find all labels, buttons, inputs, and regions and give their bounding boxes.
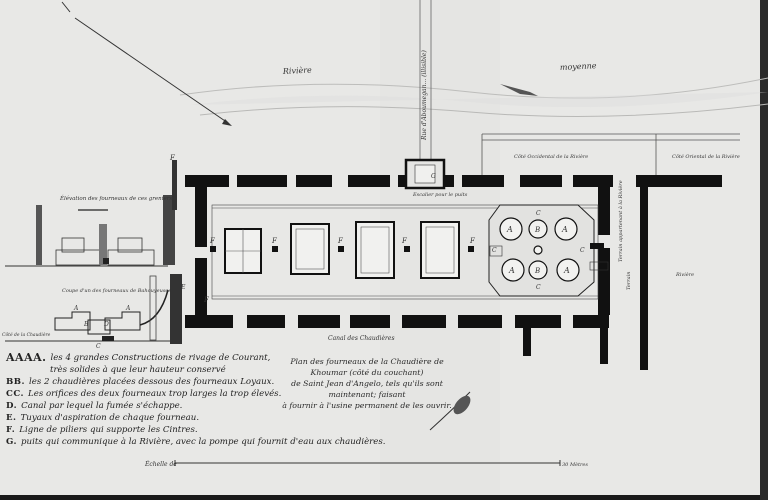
section-marker: A: [73, 305, 79, 312]
section-marker: F: [169, 154, 176, 162]
pier-marker: F: [271, 237, 278, 245]
pan-details: [225, 226, 455, 274]
legend-row: D.Canal par lequel la fumée s'échappe.: [6, 401, 183, 411]
street-label-1: Côté Occidental de la Rivière: [514, 153, 588, 160]
section-marker: E: [180, 284, 186, 291]
boiler-labels: A B A A B A C C C C: [492, 210, 585, 291]
legend-row: G.puits qui communique à la Rivière, ave…: [6, 437, 386, 447]
river-label-right: moyenne: [560, 61, 597, 72]
legend: AAAA.les 4 grandes Constructions de riva…: [6, 351, 386, 448]
caption-line: de Saint Jean d'Angelo, tels qu'ils sont…: [291, 379, 443, 399]
boilers: [499, 217, 580, 282]
boiler-marker: C: [536, 284, 541, 291]
legend-row: E.Tuyaux d'aspiration de chaque fourneau…: [6, 413, 200, 423]
vertical-road: [419, 0, 432, 160]
river: [179, 77, 768, 117]
river-label-left: Rivière: [282, 65, 313, 76]
pier-marker: F: [469, 237, 476, 245]
plan-caption: Plan des fourneaux de la Chaudière de Kh…: [282, 356, 452, 411]
well-marker: G: [431, 173, 436, 180]
legend-row: BB.les 2 chaudières placées dessous des …: [6, 377, 275, 387]
road-label: Rue d'Aboumegan... (illisible): [421, 50, 428, 141]
street-bottom-label: Canal des Chaudières: [328, 335, 395, 342]
section-drawing: [5, 274, 182, 344]
boiler-marker: A: [561, 225, 568, 234]
boiler-marker: C: [580, 247, 585, 254]
pier-marker: F: [337, 237, 344, 245]
street-label-2: Côté Oriental de la Rivière: [672, 153, 740, 160]
well: [404, 158, 446, 190]
boiler-marker: C: [492, 247, 497, 254]
boiler-marker: B: [534, 226, 540, 234]
orientation-arrow: [61, 1, 232, 126]
boiler-marker: B: [534, 267, 540, 275]
scale-label: Échelle de: [144, 460, 177, 468]
section-marker: A: [125, 305, 131, 312]
pier-marker: F: [209, 237, 216, 245]
pier-marker: F: [203, 296, 210, 304]
street-enclosure: [481, 133, 740, 178]
legend-row: très solides à que leur hauteur conservé: [50, 365, 226, 375]
legend-row: AAAA.les 4 grandes Constructions de riva…: [6, 351, 271, 364]
caption-line: à fournir à l'usine permanent de les ouv…: [282, 401, 452, 410]
pier-line: [210, 246, 474, 252]
pier-marker: F: [401, 237, 408, 245]
section-labels: A A B C D E F: [73, 154, 186, 350]
elevation-title: Élévation des fourneaux de ces greniers: [59, 194, 172, 202]
building-walls: [185, 175, 722, 370]
well-label: Escalier pour le puits: [412, 192, 468, 198]
elevation-drawing: [5, 160, 177, 267]
boiler-marker: A: [506, 225, 513, 234]
scale-bar: [174, 460, 561, 466]
river-bottom-label: Rivière: [675, 271, 694, 278]
legend-row: CC.Les orifices des deux fourneaux trop …: [6, 389, 282, 399]
east-wall-label: Terrain: [626, 272, 632, 291]
street-right-label: Terrain appartenant à la Rivière: [617, 180, 624, 262]
caption-line: Plan des fourneaux de la Chaudière de Kh…: [290, 357, 444, 377]
section-marker: B: [83, 321, 89, 328]
boiler-marker: A: [563, 266, 570, 275]
section-marker: C: [96, 343, 101, 350]
boiler-marker: C: [536, 210, 541, 217]
quill-flourish: [429, 391, 471, 431]
pier-labels: F F F F F F: [203, 237, 476, 304]
legend-row: F.Ligne de piliers qui supporte les Cint…: [6, 425, 198, 435]
boiler-marker: A: [508, 266, 515, 275]
section-side-label: Côté de la Chaudière: [2, 331, 51, 338]
scale-end-label: 30 Mètres: [562, 461, 588, 468]
section-title: Coupe d'un des fourneaux de Bahouyeuses: [62, 288, 171, 294]
section-marker: D: [103, 321, 109, 328]
